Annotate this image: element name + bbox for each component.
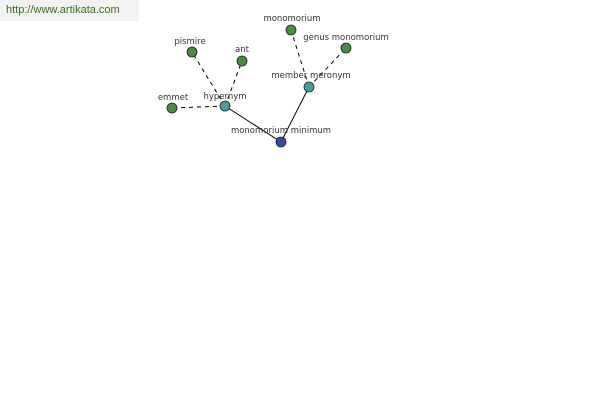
edge-member-meronym-to-genus-monomorium xyxy=(308,47,347,88)
node-label-member-meronym[interactable]: member meronym xyxy=(271,71,350,81)
edge-member-meronym-to-monomorium xyxy=(290,29,310,88)
edge-root-to-member-meronym xyxy=(280,86,310,143)
node-label-ant[interactable]: ant xyxy=(235,45,250,55)
node-hypernym[interactable] xyxy=(219,100,231,112)
edge-hypernym-to-pismire xyxy=(191,51,226,107)
node-monomorium[interactable] xyxy=(285,24,297,36)
nodes-layer xyxy=(166,24,352,148)
node-label-pismire[interactable]: pismire xyxy=(174,37,205,47)
node-emmet[interactable] xyxy=(166,102,178,114)
node-label-genus-monomorium[interactable]: genus monomorium xyxy=(303,33,389,43)
edge-hypernym-to-ant xyxy=(224,60,243,107)
edge-root-to-hypernym xyxy=(224,105,282,143)
edge-hypernym-to-emmet xyxy=(171,105,226,109)
node-genus-monomorium[interactable] xyxy=(340,42,352,54)
node-pismire[interactable] xyxy=(186,46,198,58)
node-ant[interactable] xyxy=(236,55,248,67)
node-member-meronym[interactable] xyxy=(303,81,315,93)
labels-layer: monomorium minimum hypernym member meronym… xyxy=(158,14,389,136)
edges-layer xyxy=(171,29,347,143)
node-label-emmet[interactable]: emmet xyxy=(158,93,189,103)
node-label-monomorium[interactable]: monomorium xyxy=(263,14,320,24)
node-root[interactable] xyxy=(275,136,287,148)
node-label-hypernym[interactable]: hypernym xyxy=(203,92,246,102)
node-label-root[interactable]: monomorium minimum xyxy=(231,126,331,136)
site-link[interactable]: http://www.artikata.com xyxy=(0,0,139,21)
